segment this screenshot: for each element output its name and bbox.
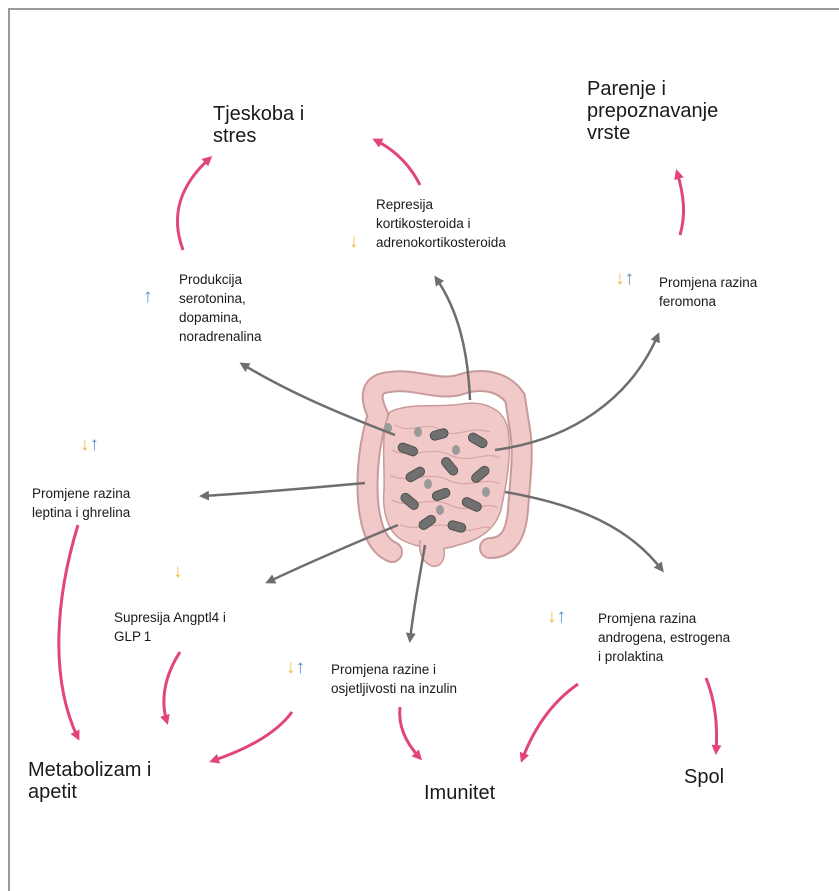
down-up-arrow-icon: ↓↑: [286, 658, 305, 678]
down-up-arrow-icon: ↓↑: [80, 435, 99, 455]
arrow-hormones-to-sex: [706, 678, 717, 752]
small-intestine: [384, 403, 510, 548]
arrow-corticosteroid-to-anxiety: [375, 140, 420, 185]
arrow-to-mating: [677, 172, 684, 235]
arrow-to-leptin: [202, 483, 365, 496]
intestine-illustration: [367, 381, 521, 566]
down-arrow-icon: ↓: [349, 232, 359, 252]
up-arrow-icon: ↑: [143, 287, 153, 307]
down-up-arrow-icon: ↓↑: [547, 607, 566, 627]
arrow-to-insulin: [410, 545, 425, 640]
down-arrow-icon: ↓: [173, 562, 183, 582]
outcome-immunity: Imunitet: [424, 782, 554, 804]
arrow-to-anxiety: [177, 158, 210, 250]
arrow-leptin-to-metabolism: [59, 525, 78, 738]
arrow-insulin-to-metabolism: [212, 712, 292, 761]
outcome-sex: Spol: [684, 766, 764, 788]
arrow-insulin-to-immunity: [400, 707, 420, 758]
down-up-arrow-icon: ↓↑: [615, 269, 634, 289]
arrow-angptl4-to-metabolism: [164, 652, 180, 722]
